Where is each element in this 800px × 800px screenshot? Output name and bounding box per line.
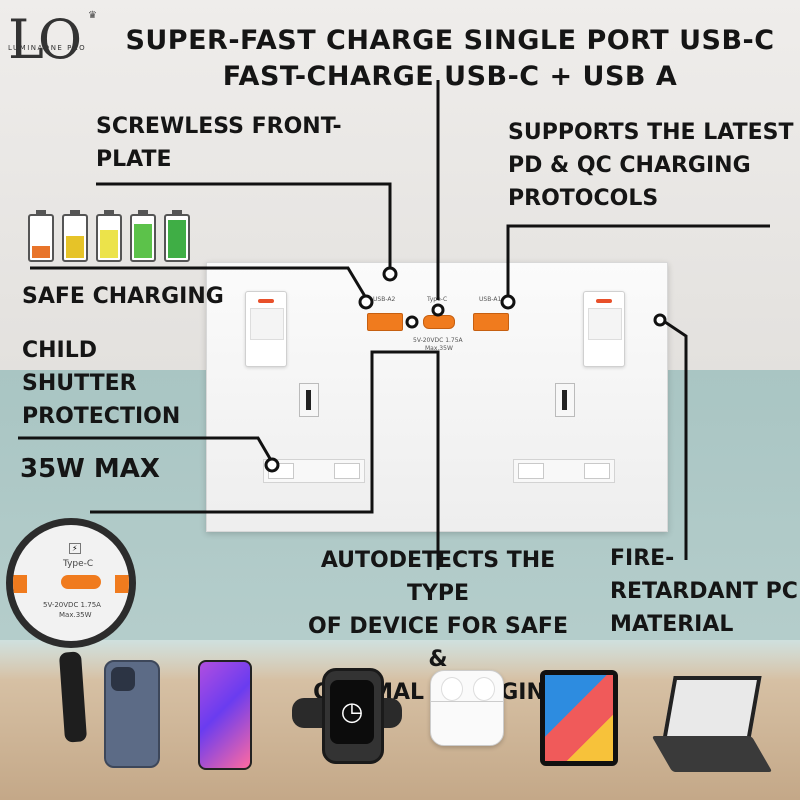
- magnified-usb-a-right: [115, 575, 129, 593]
- right-pin-slots: [513, 459, 615, 483]
- callout-child-line1: CHILD: [22, 338, 98, 363]
- usb-a1-port: [473, 313, 509, 331]
- brand-logo: LO ♛ LUMINAONE PRO: [6, 8, 114, 78]
- callout-screwless-line2: PLATE: [96, 147, 172, 172]
- callout-fire-line2: RETARDANT PC: [610, 579, 798, 604]
- port-label-usb-a2: USB-A2: [373, 296, 396, 303]
- left-pin-slots: [263, 459, 365, 483]
- right-earth-slot: [555, 383, 575, 417]
- callout-autodetect-line2: OF DEVICE FOR SAFE &: [308, 614, 568, 672]
- callout-max-power: 35W MAX: [20, 454, 160, 484]
- battery-quarter-icon: [62, 210, 88, 262]
- headline-line2: FAST-CHARGE USB-C + USB A: [222, 61, 678, 92]
- callout-screwless-line1: SCREWLESS FRONT-: [96, 114, 342, 139]
- callout-protocols: SUPPORTS THE LATEST PD & QC CHARGING PRO…: [508, 116, 793, 215]
- callout-fire-retardant: FIRE- RETARDANT PC MATERIAL: [610, 542, 798, 641]
- magnifier-port-label: Type-C: [63, 559, 94, 569]
- magnifier-rating-2: Max.35W: [59, 611, 92, 619]
- callout-child-shutter: CHILD SHUTTER PROTECTION: [22, 334, 180, 433]
- socket-rating-2: Max.35W: [425, 345, 453, 352]
- callout-protocols-line3: PROTOCOLS: [508, 186, 659, 211]
- smartwatch-icon: ◷: [292, 668, 402, 764]
- usb-a2-port: [367, 313, 403, 331]
- brand-name: LUMINAONE PRO: [8, 44, 87, 52]
- callout-protocols-line2: PD & QC CHARGING: [508, 153, 751, 178]
- magnified-usb-a-left: [13, 575, 27, 593]
- laptop-icon: [651, 676, 773, 776]
- callout-fire-line3: MATERIAL: [610, 612, 734, 637]
- magnified-type-c-port: [61, 575, 101, 589]
- left-switch: [245, 291, 287, 367]
- crown-icon: ♛: [88, 10, 97, 21]
- callout-protocols-line1: SUPPORTS THE LATEST: [508, 120, 794, 145]
- battery-high-icon: [130, 210, 156, 262]
- magnifier-lens: ⚡ Type-C 5V-20VDC 1.75A Max.35W: [6, 518, 136, 648]
- port-label-usb-a1: USB-A1: [479, 296, 502, 303]
- right-switch: [583, 291, 625, 367]
- socket-rating-1: 5V-20VDC 1.75A: [413, 337, 463, 344]
- callout-child-line2: SHUTTER: [22, 371, 137, 396]
- callout-safe-charging: SAFE CHARGING: [22, 284, 224, 309]
- battery-half-icon: [96, 210, 122, 262]
- tablet-icon: [540, 670, 618, 766]
- battery-full-icon: [164, 210, 190, 262]
- magnifier-rating-1: 5V-20VDC 1.75A: [43, 601, 101, 609]
- left-earth-slot: [299, 383, 319, 417]
- callout-fire-line1: FIRE-: [610, 546, 675, 571]
- brand-monogram: LO: [8, 8, 82, 71]
- headline-line1: SUPER-FAST CHARGE SINGLE PORT USB-C: [125, 25, 775, 56]
- callout-screwless: SCREWLESS FRONT- PLATE: [96, 110, 342, 176]
- phone-icon: [104, 660, 160, 768]
- smartphone-icon: [198, 660, 252, 770]
- callout-autodetect-line1: AUTODETECTS THE TYPE: [320, 548, 556, 606]
- earbuds-icon: [430, 670, 504, 746]
- battery-low-icon: [28, 210, 54, 262]
- callout-child-line3: PROTECTION: [22, 404, 181, 429]
- usb-c-icon: ⚡: [69, 543, 81, 554]
